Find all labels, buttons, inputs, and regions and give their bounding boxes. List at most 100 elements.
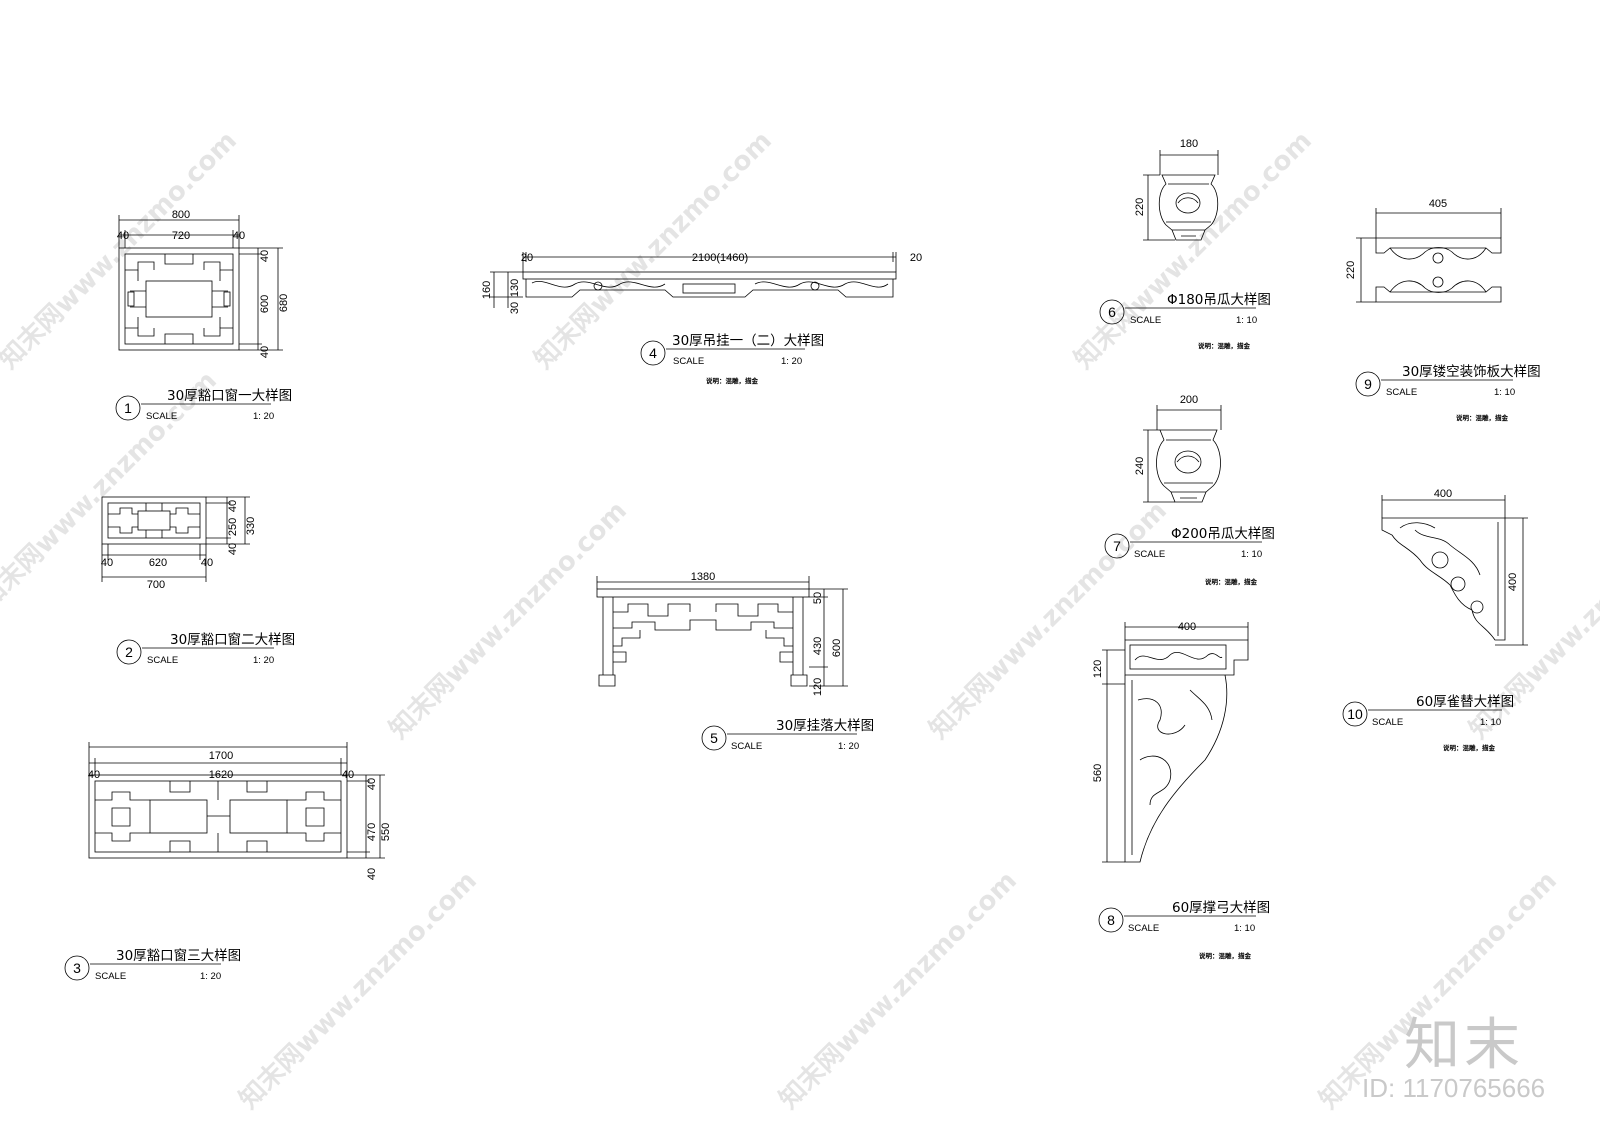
scale-label: SCALE [1134,549,1165,560]
detail-8-dimensions [1102,622,1249,863]
watermark-id: ID: 1170765666 [1362,1073,1546,1103]
scale-value: 1: 20 [200,971,221,982]
detail-title: 30厚镂空装饰板大样图 [1402,364,1541,380]
dim-text: 560 [1092,764,1104,782]
detail-title: 30厚吊挂一（二）大样图 [672,333,824,349]
dim-text: 20 [521,252,533,264]
dim-text: 400 [1434,488,1452,500]
dim-text: 40 [259,346,271,358]
detail-9-dimensions [1356,208,1502,303]
detail-5-dimensions [596,576,848,687]
scale-value: 1: 10 [1480,717,1501,728]
detail-1-dimensions [118,215,283,351]
dim-text: 130 [509,279,521,297]
watermark-text: 知末网www.znzmo.com [774,866,1023,1115]
detail-7-hanging-melon [1156,429,1221,503]
dim-text: 1380 [691,571,715,583]
dim-text: 550 [380,823,392,841]
dim-text: 160 [481,281,493,299]
dim-text: 120 [1092,660,1104,678]
title-block-lines [64,299,1513,981]
detail-note: 说明：混雕，描金 [706,376,759,385]
watermark-logo: 知末 [1404,1013,1524,1078]
detail-number: 3 [73,960,81,976]
detail-note: 说明：混雕，描金 [1205,577,1258,586]
dim-text: 400 [1507,573,1519,591]
scale-value: 1: 10 [1241,549,1262,560]
dim-text: 40 [101,557,113,569]
detail-title: 30厚豁口窗二大样图 [170,631,295,648]
dim-text: 1700 [209,750,233,762]
detail-6-dimensions [1143,150,1219,241]
detail-number: 8 [1107,912,1115,928]
scale-label: SCALE [1130,315,1161,326]
dim-text: 600 [831,639,843,657]
detail-title: 30厚豁口窗三大样图 [116,947,241,964]
detail-2-dimensions [101,496,250,582]
dim-text: 50 [812,592,824,604]
detail-number: 7 [1113,538,1121,554]
dim-text: 20 [910,252,922,264]
scale-value: 1: 20 [781,356,802,367]
dim-text: 2100(1460) [692,252,748,264]
scale-label: SCALE [1372,717,1403,728]
detail-note: 说明：混雕，描金 [1198,341,1251,350]
dim-text: 600 [259,295,271,313]
scale-value: 1: 20 [253,655,274,666]
scale-value: 1: 10 [1234,923,1255,934]
detail-4-dimensions [490,252,897,308]
dim-text: 405 [1429,198,1447,210]
dim-text: 30 [509,302,521,314]
dim-text: 40 [366,868,378,880]
detail-title: 30厚豁口窗一大样图 [167,387,292,404]
detail-title: Φ180吊瓜大样图 [1167,292,1271,308]
dim-text: 180 [1180,138,1198,150]
detail-note: 说明：混雕，描金 [1199,951,1252,960]
scale-label: SCALE [731,741,762,752]
watermark-text: 知末网www.znzmo.com [234,866,483,1115]
dim-text: 220 [1134,198,1146,216]
dim-text: 40 [227,543,239,555]
detail-8-bracket [1124,639,1249,863]
dim-text: 240 [1134,457,1146,475]
dim-text: 250 [227,518,239,536]
dim-text: 120 [812,678,824,696]
dim-text: 40 [88,769,100,781]
dim-text: 200 [1180,394,1198,406]
detail-10-dimensions [1381,495,1528,646]
dim-text: 40 [227,500,239,512]
detail-number: 10 [1347,706,1363,722]
detail-5-hanging-fret [596,588,810,687]
detail-number: 9 [1364,376,1372,392]
detail-number: 2 [125,644,133,660]
scale-value: 1: 20 [253,411,274,422]
dim-text: 680 [278,294,290,312]
watermark-text: 知末网www.znzmo.com [1069,126,1318,375]
detail-number: 4 [649,345,657,361]
dim-text: 40 [259,250,271,262]
dim-text: 330 [245,517,257,535]
scale-value: 1: 20 [838,741,859,752]
dim-text: 620 [149,557,167,569]
dim-text: 40 [117,230,129,242]
dim-text: 800 [172,209,190,221]
dimension-labels: 800 40 720 40 40 600 40 680 40 250 40 33… [88,138,1519,880]
detail-title: 60厚撑弓大样图 [1172,900,1270,916]
dim-text: 40 [201,557,213,569]
detail-6-hanging-melon [1158,174,1219,241]
detail-1-window [118,247,240,351]
detail-2-window [101,496,207,545]
detail-title: 30厚挂落大样图 [776,718,874,734]
scale-label: SCALE [95,971,126,982]
detail-note: 说明：混雕，描金 [1443,743,1496,752]
dim-text: 220 [1345,261,1357,279]
detail-7-dimensions [1143,405,1222,503]
watermark-layer: 知末网www.znzmo.com 知末网www.znzmo.com 知末网www… [0,126,1600,1115]
dim-text: 720 [172,230,190,242]
watermark-text: 知末网www.znzmo.com [0,126,243,375]
dim-text: 1620 [209,769,233,781]
scale-value: 1: 10 [1494,387,1515,398]
detail-4-hanging-panel [522,271,897,298]
detail-10-sparrow-brace [1381,517,1506,641]
detail-number: 6 [1108,304,1116,320]
